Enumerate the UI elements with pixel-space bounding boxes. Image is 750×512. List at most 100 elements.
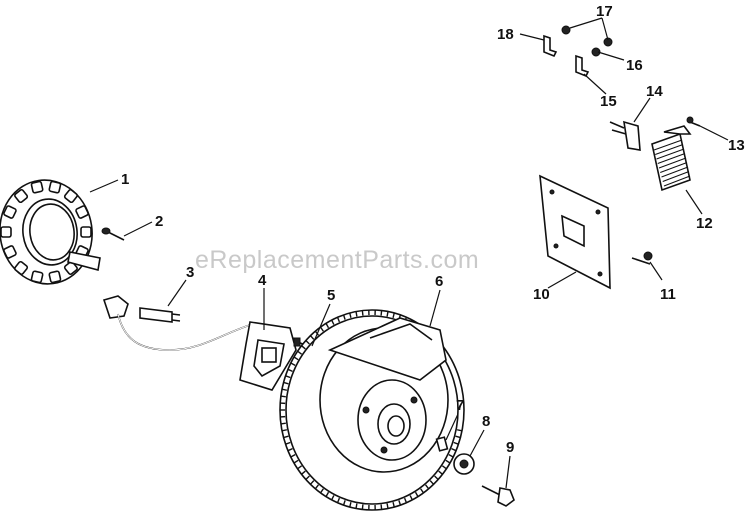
gear-tooth bbox=[331, 495, 335, 501]
gear-tooth bbox=[336, 317, 341, 323]
callout-9: 9 bbox=[506, 439, 514, 456]
gear-tooth bbox=[309, 335, 315, 340]
gear-tooth bbox=[342, 314, 346, 320]
callout-1: 1 bbox=[121, 171, 129, 188]
callout-12: 12 bbox=[696, 215, 713, 232]
cooling-fin bbox=[653, 139, 683, 151]
part-3-spark-plug-terminal bbox=[139, 307, 181, 323]
callout-3: 3 bbox=[186, 264, 194, 281]
gear-tooth bbox=[293, 459, 299, 464]
callout-17: 17 bbox=[596, 3, 613, 20]
part-2-screw bbox=[101, 227, 125, 241]
gear-tooth bbox=[398, 500, 402, 506]
gear-tooth bbox=[414, 491, 419, 497]
gear-tooth bbox=[301, 470, 306, 475]
gear-tooth bbox=[290, 362, 296, 367]
gear-tooth bbox=[361, 310, 364, 316]
gear-tooth bbox=[325, 323, 330, 329]
part-14-connector bbox=[609, 120, 641, 151]
part-7-key bbox=[435, 436, 449, 452]
part-9-bolt bbox=[481, 485, 515, 507]
part-10-gasket bbox=[539, 174, 611, 290]
gear-tooth bbox=[380, 504, 383, 510]
gear-tooth bbox=[456, 429, 463, 432]
cooling-fin bbox=[662, 171, 690, 182]
watermark-text: eReplacementParts.com bbox=[195, 246, 479, 274]
callout-13: 13 bbox=[728, 137, 745, 154]
gear-tooth bbox=[325, 491, 330, 497]
stator-tooth bbox=[3, 245, 17, 259]
gear-tooth bbox=[342, 500, 346, 506]
gear-tooth bbox=[283, 435, 289, 439]
gear-tooth bbox=[453, 441, 459, 445]
gear-tooth bbox=[349, 312, 352, 318]
gear-tooth bbox=[305, 340, 310, 345]
stator-tooth bbox=[30, 180, 44, 194]
gear-tooth bbox=[283, 381, 289, 385]
stator-tooth bbox=[63, 189, 78, 204]
stator-tooth bbox=[75, 205, 89, 219]
callout-14: 14 bbox=[646, 83, 663, 100]
gear-tooth bbox=[361, 504, 364, 510]
part-18-bracket bbox=[543, 34, 558, 58]
part-4-ignition-module bbox=[102, 295, 297, 391]
callout-2: 2 bbox=[155, 213, 163, 230]
part-8-washer bbox=[453, 453, 475, 475]
gear-tooth bbox=[285, 375, 291, 379]
callout-6: 6 bbox=[435, 273, 443, 290]
gear-tooth bbox=[336, 497, 341, 503]
gear-tooth bbox=[392, 502, 395, 508]
gear-tooth bbox=[355, 311, 358, 317]
gear-tooth bbox=[331, 319, 335, 325]
gear-tooth bbox=[448, 453, 454, 458]
gear-tooth bbox=[438, 470, 443, 475]
callout-11: 11 bbox=[660, 286, 676, 303]
gear-tooth bbox=[386, 503, 389, 509]
stator-tooth bbox=[3, 205, 17, 219]
part-13-screw bbox=[686, 116, 701, 127]
gear-tooth bbox=[301, 345, 306, 350]
gear-tooth bbox=[355, 503, 358, 509]
gear-tooth bbox=[392, 312, 395, 318]
callout-18: 18 bbox=[497, 26, 514, 43]
stator-tooth bbox=[80, 226, 92, 238]
cooling-fin bbox=[663, 175, 691, 187]
gear-tooth bbox=[293, 356, 299, 361]
gear-tooth bbox=[434, 475, 439, 480]
stator-tooth bbox=[48, 270, 62, 284]
gear-tooth bbox=[380, 310, 383, 316]
gear-tooth bbox=[281, 388, 288, 391]
gear-tooth bbox=[287, 368, 293, 372]
gear-tooth bbox=[319, 488, 324, 494]
part-12-rectifier-regulator bbox=[651, 125, 692, 192]
part-6-flywheel bbox=[279, 309, 465, 511]
cooling-fin bbox=[660, 162, 688, 173]
gear-tooth bbox=[290, 453, 296, 458]
leader-lines bbox=[89, 17, 729, 489]
gear-tooth bbox=[445, 459, 451, 464]
gear-tooth bbox=[314, 484, 319, 490]
stator-tooth bbox=[14, 260, 29, 275]
part-15-clip bbox=[575, 54, 590, 78]
gear-tooth bbox=[349, 502, 352, 508]
cooling-fin bbox=[661, 166, 689, 178]
gear-tooth bbox=[285, 441, 291, 445]
gear-tooth bbox=[309, 480, 315, 485]
gear-tooth bbox=[455, 435, 461, 439]
gear-tooth bbox=[281, 429, 288, 432]
callout-7: 7 bbox=[456, 397, 464, 414]
gear-tooth bbox=[429, 480, 435, 485]
callout-labels: 1 2 3 4 5 6 7 8 9 10 11 12 13 14 15 16 1… bbox=[121, 3, 745, 456]
part-1-stator bbox=[0, 179, 101, 285]
gear-tooth bbox=[451, 448, 457, 452]
gear-tooth bbox=[319, 326, 324, 332]
gear-tooth bbox=[287, 448, 293, 452]
callout-5: 5 bbox=[327, 287, 335, 304]
stator-tooth bbox=[14, 189, 29, 204]
gear-tooth bbox=[386, 311, 389, 317]
cooling-fin bbox=[658, 157, 687, 169]
gear-tooth bbox=[420, 488, 425, 494]
cooling-fin bbox=[656, 148, 685, 160]
